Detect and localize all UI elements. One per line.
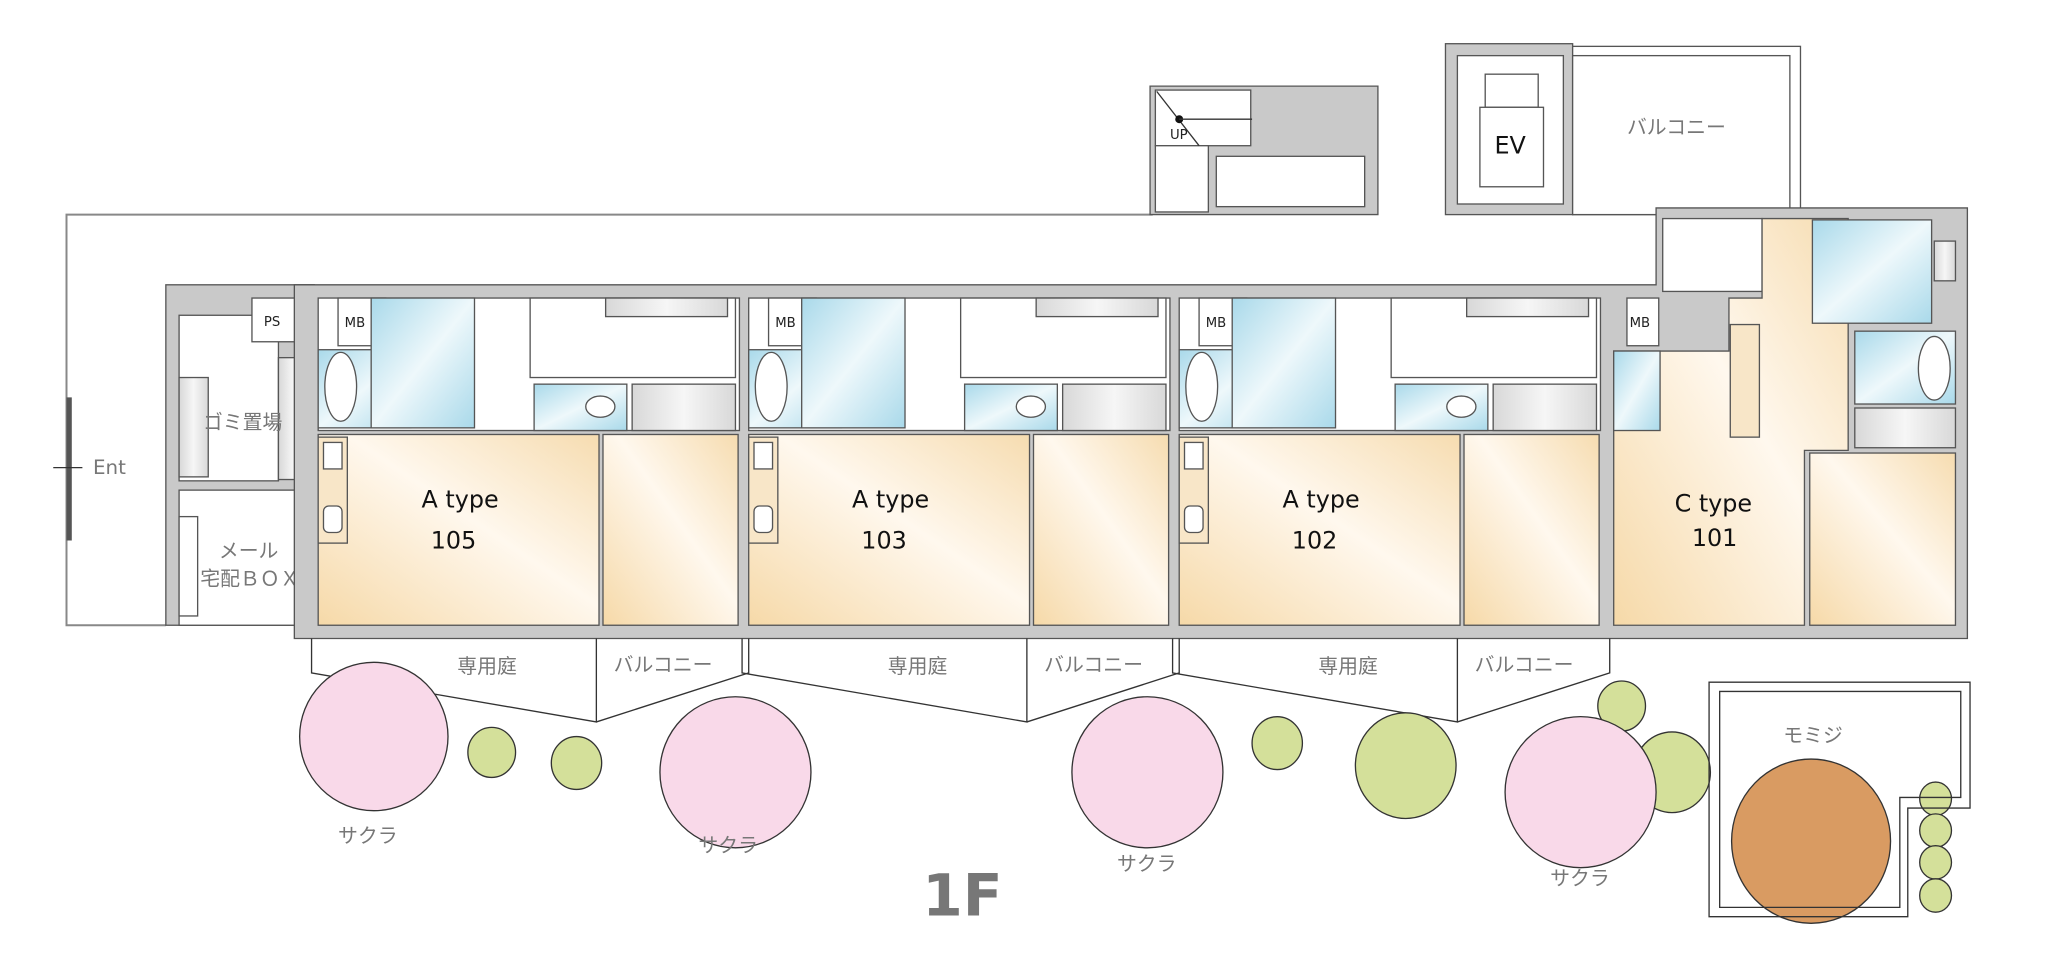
- sink-icon: [322, 505, 343, 534]
- shrub-icon: [1354, 712, 1457, 820]
- ps-label: PS: [264, 315, 280, 330]
- garden-outline: [310, 638, 750, 723]
- shrub-icon: [1919, 813, 1953, 848]
- top-balcony-label: バルコニー: [1627, 116, 1726, 139]
- unit-number-label: 103: [861, 526, 906, 554]
- sakura-tree-icon: [298, 661, 449, 812]
- ev-label: EV: [1494, 132, 1526, 160]
- storage: [1854, 407, 1957, 449]
- storage: [1492, 383, 1598, 432]
- sakura-label: サクラ: [1117, 852, 1177, 875]
- bathtub-icon: [754, 351, 788, 422]
- toilet: [1613, 350, 1661, 432]
- sakura-tree-icon: [1071, 696, 1224, 849]
- washroom: [801, 297, 906, 429]
- stove-icon: [753, 441, 774, 470]
- bedroom: [602, 433, 739, 626]
- unit-number-label: 105: [431, 526, 476, 554]
- storage: [631, 383, 737, 432]
- elevator: EV: [1444, 43, 1574, 216]
- sink-icon: [753, 505, 774, 534]
- private-garden-label: 専用庭: [888, 655, 948, 678]
- unit-number-label: 102: [1292, 526, 1337, 554]
- bathtub-icon: [324, 351, 358, 422]
- toilet-icon: [1446, 395, 1477, 418]
- washroom: [1811, 219, 1933, 324]
- balcony-label: バルコニー: [1475, 654, 1574, 677]
- delivery-box-label: 宅配ＢＯＸ: [200, 567, 299, 590]
- garden-outline: [1171, 638, 1611, 723]
- unit-101: MB C type 101: [1613, 217, 1957, 626]
- sakura-label: サクラ: [1550, 867, 1610, 890]
- bathtub-icon: [1917, 335, 1951, 401]
- bedroom: [1032, 433, 1170, 626]
- entrance-label: Ent: [93, 456, 126, 479]
- unit-type-label: A type: [1283, 485, 1360, 513]
- shrub-icon: [550, 735, 603, 791]
- living-dining-kitchen: [748, 433, 1031, 626]
- washroom: [1231, 297, 1337, 429]
- top-balcony: バルコニー: [1571, 45, 1802, 216]
- private-garden-label: 専用庭: [457, 655, 517, 678]
- unit-102: MB A type 102: [1178, 297, 1602, 626]
- sakura-tree-icon: [659, 696, 812, 849]
- shrub-icon: [1919, 781, 1953, 817]
- bedroom: [1463, 433, 1600, 626]
- living-dining-kitchen: [1178, 433, 1461, 626]
- unit-type-label: C type: [1675, 489, 1752, 517]
- toilet-icon: [585, 395, 616, 418]
- sakura-label: サクラ: [338, 824, 398, 847]
- toilet-icon: [1015, 395, 1047, 418]
- kitchen-counter: [1729, 323, 1761, 438]
- unit-type-label: A type: [852, 485, 929, 513]
- unit-number-label: 101: [1692, 524, 1737, 552]
- garden-outline: [741, 638, 1180, 723]
- sakura-label: サクラ: [698, 834, 758, 857]
- shrub-icon: [1919, 878, 1953, 913]
- balcony-label: バルコニー: [1044, 654, 1143, 677]
- washroom: [370, 297, 476, 429]
- floor-label: 1F: [922, 861, 1002, 929]
- mb-label: MB: [1630, 316, 1651, 331]
- stairs: UP: [1149, 85, 1379, 216]
- mb-label: MB: [345, 316, 366, 331]
- sakura-tree-icon: [1504, 715, 1657, 869]
- momiji-tree-icon: [1730, 758, 1892, 924]
- stove-icon: [1183, 441, 1204, 470]
- mb-label: MB: [1206, 316, 1227, 331]
- living-dining-kitchen: [317, 433, 600, 626]
- bedroom: [1809, 452, 1957, 626]
- common-annex: PS ゴミ置場 メール 宅配ＢＯＸ: [165, 284, 315, 626]
- unit-type-label: A type: [422, 485, 499, 513]
- sink-icon: [1183, 505, 1204, 534]
- momiji-label: モミジ: [1783, 724, 1843, 747]
- mail-label: メール: [219, 540, 279, 563]
- unit-105: MB A type 105: [317, 297, 741, 626]
- balcony-label: バルコニー: [614, 654, 713, 677]
- shrub-icon: [467, 726, 517, 779]
- bathtub-icon: [1185, 351, 1219, 422]
- unit-103: MB A type 103: [748, 297, 1171, 626]
- mb-label: MB: [775, 316, 796, 331]
- stairs-up-label: UP: [1170, 128, 1188, 143]
- shrub-icon: [1919, 844, 1953, 880]
- storage: [1061, 383, 1167, 432]
- garbage-area-label: ゴミ置場: [203, 411, 283, 434]
- momiji-planter: [1708, 681, 1971, 918]
- shrub-icon: [1251, 716, 1304, 771]
- stove-icon: [322, 441, 343, 470]
- private-garden-label: 専用庭: [1318, 655, 1378, 678]
